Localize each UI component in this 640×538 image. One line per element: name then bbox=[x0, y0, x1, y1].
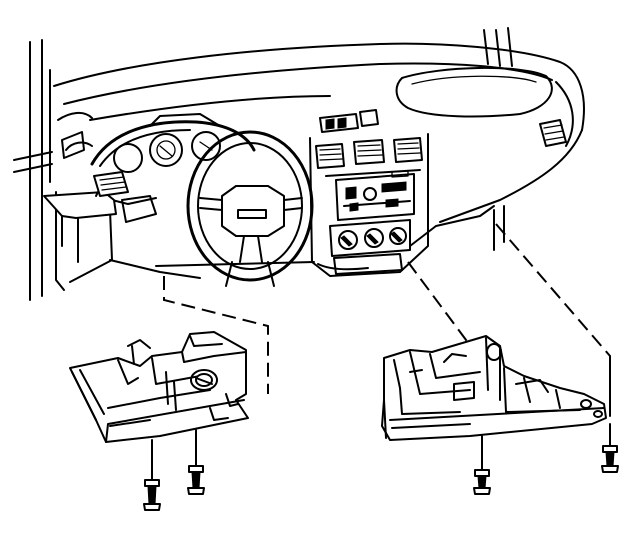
instrument-panel bbox=[43, 42, 585, 291]
screw-icon bbox=[187, 465, 205, 495]
screw-icon bbox=[143, 479, 161, 511]
screw-icon bbox=[601, 445, 619, 473]
right-lower-trim-panel bbox=[381, 335, 607, 441]
right-vent bbox=[539, 119, 567, 147]
leader-lines bbox=[151, 223, 611, 481]
left-lower-trim-panel bbox=[69, 331, 249, 443]
a-pillar-right bbox=[483, 27, 513, 67]
screw-icon bbox=[473, 469, 491, 495]
a-pillar bbox=[13, 39, 53, 301]
center-stack bbox=[309, 109, 429, 277]
instrument-cluster bbox=[65, 113, 256, 197]
